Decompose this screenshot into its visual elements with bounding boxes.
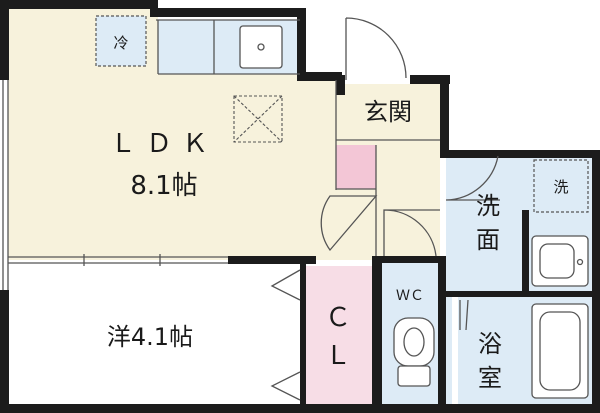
wall — [438, 256, 446, 413]
bathtub-icon — [531, 303, 589, 399]
bath-label-bottom: 室 — [478, 364, 502, 392]
ventilation-icon — [233, 95, 283, 143]
doors — [83, 17, 500, 401]
washroom-door — [445, 155, 500, 201]
wall — [150, 8, 302, 17]
western-floor — [8, 260, 300, 405]
kitchen-sink-icon — [239, 25, 283, 69]
wall — [0, 0, 9, 80]
toilet-name: ＷＣ — [396, 288, 424, 304]
toilet-icon — [393, 317, 435, 387]
western-sliding-door — [83, 254, 161, 266]
wall — [300, 262, 306, 405]
wall — [297, 8, 306, 80]
front-door — [345, 17, 407, 80]
closet-floor — [300, 266, 372, 405]
entrance-name: 玄関 — [364, 98, 412, 126]
wall — [446, 291, 592, 297]
closet-door-top — [270, 269, 301, 301]
fridge-label: 冷 — [113, 34, 128, 52]
wall — [297, 72, 342, 81]
bath-door — [459, 299, 469, 331]
washroom-label-top: 洗 — [476, 192, 500, 220]
wall — [522, 210, 529, 296]
wall — [592, 150, 600, 413]
ldk-floor-lower — [158, 74, 336, 260]
ldk-size: 8.1帖 — [130, 171, 197, 201]
bath-label-top: 浴 — [478, 330, 502, 358]
wall — [0, 0, 158, 9]
wall — [410, 75, 450, 84]
entrance-accent — [336, 145, 376, 189]
entrance-floor — [336, 84, 440, 140]
western-room-name: 洋4.1帖 — [107, 323, 193, 351]
wall — [0, 290, 9, 413]
fridge-icon — [95, 15, 147, 67]
closet-label-top: Ｃ — [325, 303, 351, 333]
wall — [336, 75, 345, 95]
partitions — [2, 19, 440, 290]
ldk-door — [320, 195, 378, 252]
room-labels: ＬＤＫ 8.1帖 洋4.1帖 玄関 Ｃ Ｌ ＷＣ 洗 面 浴 室 — [107, 98, 502, 392]
wall — [228, 256, 316, 264]
ldk-name: ＬＤＫ — [110, 129, 218, 159]
wall — [372, 256, 438, 263]
closet-label-bottom: Ｌ — [325, 341, 351, 371]
closet-door-bottom — [270, 371, 301, 401]
wall — [440, 150, 600, 158]
washer-label: 洗 — [553, 178, 568, 196]
wall — [0, 404, 600, 413]
toilet-door — [383, 209, 440, 257]
washer-icon — [533, 159, 589, 213]
fixtures: 冷 洗 — [95, 15, 589, 399]
wall — [372, 256, 382, 413]
washroom-label-bottom: 面 — [476, 226, 500, 254]
wall — [440, 75, 449, 157]
wash-basin-icon — [531, 235, 589, 287]
